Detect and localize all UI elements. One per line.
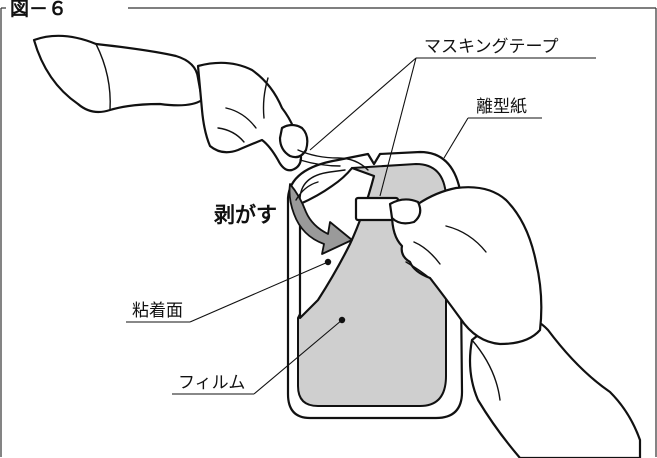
left-thumb-line	[262, 77, 269, 119]
left-hand	[32, 34, 309, 172]
left-thumb	[278, 123, 309, 159]
leader-lines	[126, 57, 596, 395]
masking-tape-leader-1	[309, 57, 417, 151]
right-thumb-line	[445, 225, 487, 253]
release-paper-leader	[443, 117, 469, 159]
masking-tape-strip	[297, 149, 369, 171]
film-leader	[253, 319, 343, 395]
left-cuff-line	[95, 43, 111, 111]
release-paper-label: 離型紙	[476, 97, 527, 117]
film-label: フィルム	[178, 373, 245, 393]
peel-arrow	[288, 183, 353, 255]
right-cuff-line	[471, 339, 501, 401]
left-sleeve	[32, 34, 204, 114]
adhesive-leader	[189, 261, 329, 323]
right-palm	[390, 186, 543, 346]
masking-tape-strip-edge	[299, 159, 341, 167]
right-hand	[388, 186, 642, 458]
left-finger-crease-1	[225, 107, 257, 129]
adhesive-surface-label: 粘着面	[132, 301, 183, 321]
figure-title: 図－６	[10, 0, 67, 20]
right-index-finger	[388, 198, 422, 225]
peel-label: 剥がす	[214, 203, 277, 227]
masking-tape-label: マスキングテープ	[424, 37, 558, 57]
left-finger-crease-2	[217, 127, 245, 143]
masking-tape-leader-2	[379, 57, 417, 197]
right-finger-crease-2	[405, 261, 433, 281]
left-palm	[196, 61, 303, 172]
right-finger-crease-1	[413, 241, 441, 265]
peel-arrow-tail	[295, 181, 319, 201]
release-paper-inner-edge	[299, 169, 346, 201]
